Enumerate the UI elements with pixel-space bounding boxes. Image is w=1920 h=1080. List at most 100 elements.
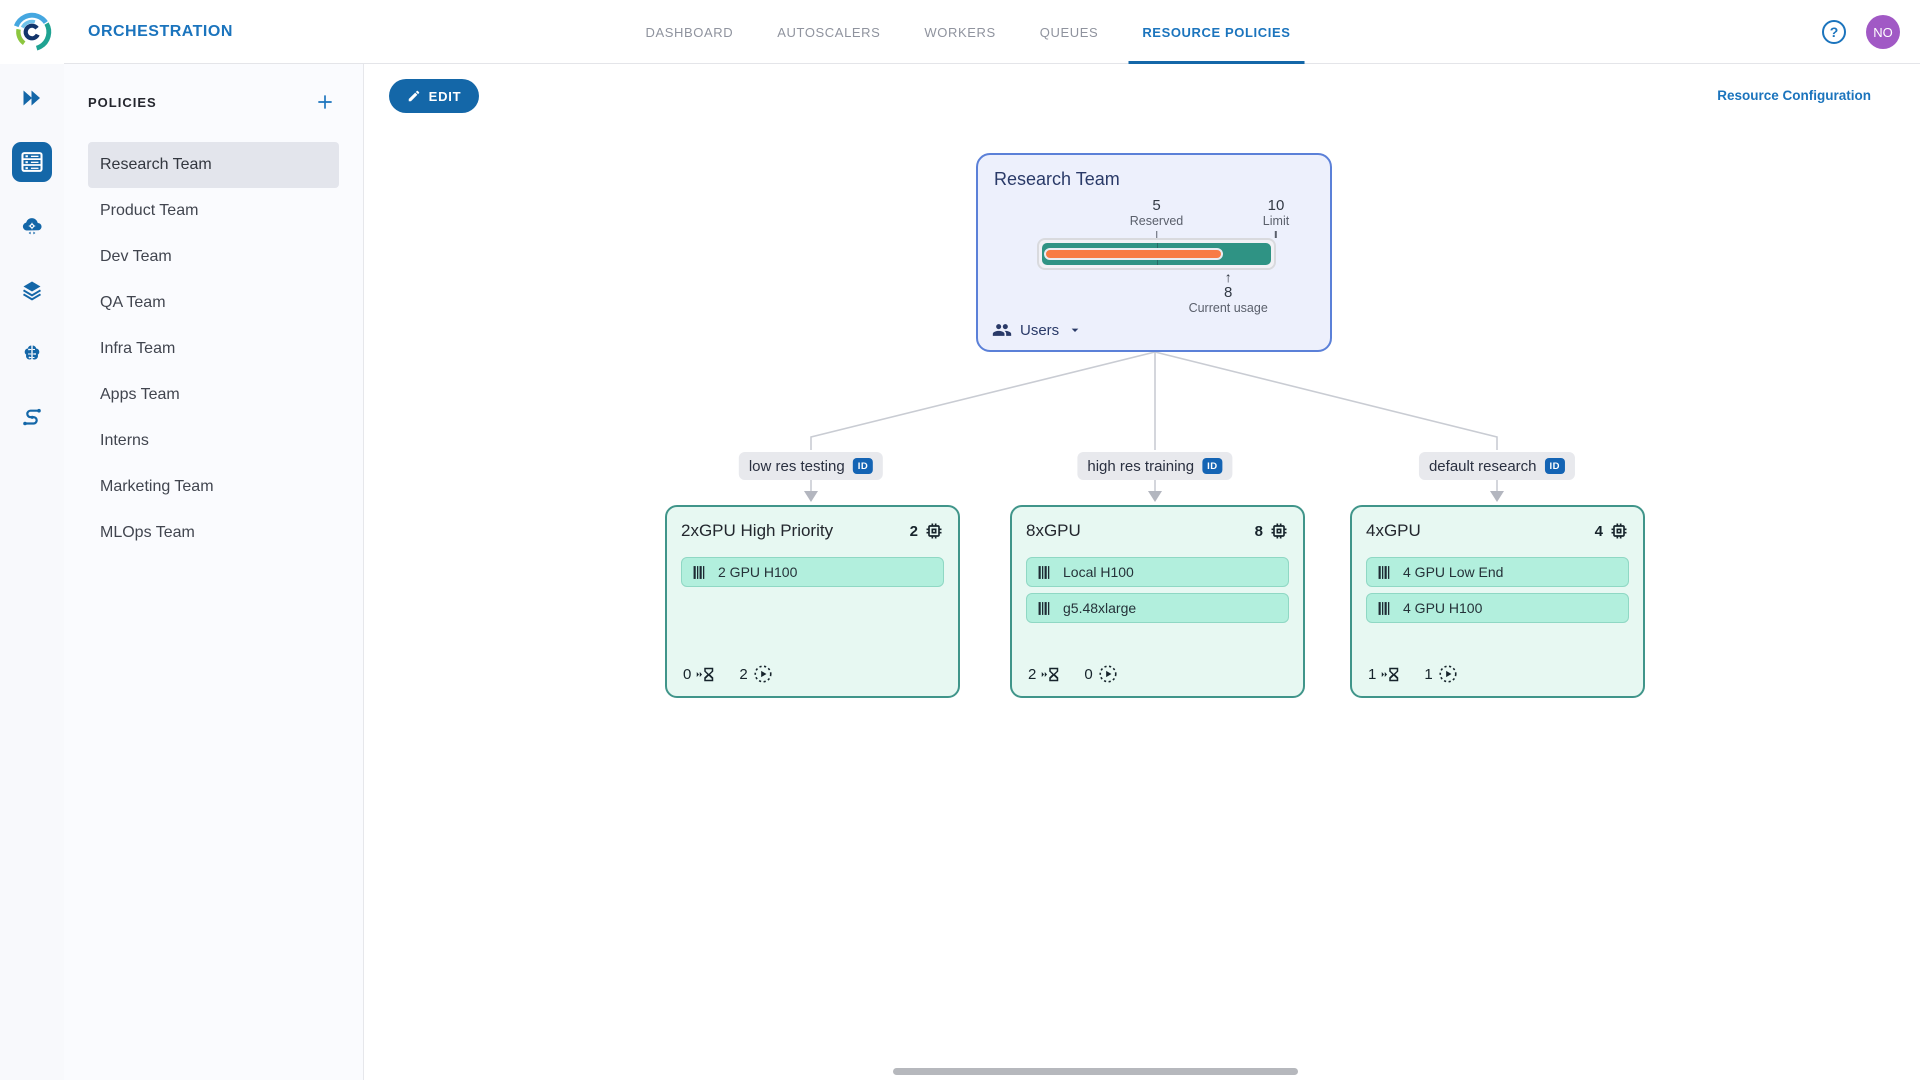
pool-title: 2xGPU High Priority bbox=[681, 521, 834, 540]
reserved-tick bbox=[1155, 231, 1158, 238]
policy-list: Research Team Product Team Dev Team QA T… bbox=[64, 142, 363, 556]
policy-item-dev-team[interactable]: Dev Team bbox=[100, 248, 172, 265]
policy-item-apps-team[interactable]: Apps Team bbox=[100, 386, 180, 403]
policy-item-marketing-team[interactable]: Marketing Team bbox=[100, 478, 214, 495]
tab-queues[interactable]: QUEUES bbox=[1039, 24, 1099, 40]
pending-hourglass-icon bbox=[1042, 667, 1059, 681]
horizontal-scrollbar-thumb[interactable] bbox=[893, 1068, 1298, 1075]
limit-label: Limit bbox=[1262, 214, 1290, 228]
top-bar: ORCHESTRATION DASHBOARD AUTOSCALERS WORK… bbox=[64, 0, 1920, 64]
edit-button[interactable]: EDIT bbox=[389, 79, 479, 113]
queue-chip-low-res-testing: low res testing ID bbox=[738, 452, 884, 480]
pending-stat: 0 bbox=[683, 665, 717, 684]
reserved-label: Reserved bbox=[1129, 214, 1184, 228]
gpu-count: 4 bbox=[1594, 522, 1603, 540]
double-chevron-icon bbox=[23, 90, 40, 106]
pending-stat: 2 bbox=[1028, 665, 1062, 684]
resource-name: 2 GPU H100 bbox=[718, 564, 798, 580]
limit-value: 10 bbox=[1267, 197, 1285, 214]
cloud-gear-icon bbox=[22, 218, 42, 235]
pool-card-4xgpu: 4xGPU 4 4 GPU Low End bbox=[1350, 505, 1645, 698]
queue-chip-high-res-training: high res training ID bbox=[1077, 452, 1233, 480]
pipeline-icon bbox=[23, 408, 41, 426]
policy-item-interns[interactable]: Interns bbox=[100, 432, 149, 449]
queue-name: default research bbox=[1428, 457, 1537, 475]
running-stat: 0 bbox=[1084, 664, 1117, 684]
clearml-logo-icon bbox=[12, 12, 52, 52]
rail-item-autoscalers[interactable] bbox=[12, 206, 52, 246]
barcode-icon bbox=[1378, 601, 1390, 615]
tab-autoscalers[interactable]: AUTOSCALERS bbox=[777, 24, 881, 40]
barcode-icon bbox=[1378, 565, 1390, 579]
pool-card-2xgpu-high-priority: 2xGPU High Priority 2 2 GPU H100 0 bbox=[665, 505, 960, 698]
resource-name: g5.48xlarge bbox=[1063, 600, 1137, 616]
gpu-count: 8 bbox=[1254, 522, 1263, 540]
users-dropdown[interactable]: Users bbox=[992, 320, 1083, 340]
pool-title: 4xGPU bbox=[1366, 521, 1421, 540]
server-rack-icon bbox=[21, 152, 43, 172]
running-count: 2 bbox=[739, 665, 748, 683]
pending-count: 1 bbox=[1368, 665, 1377, 683]
running-count: 1 bbox=[1424, 665, 1433, 683]
resource-pill: Local H100 bbox=[1026, 557, 1289, 587]
app-logo[interactable] bbox=[0, 0, 64, 64]
usage-arrow-icon: ↑ bbox=[1224, 269, 1232, 285]
rail-item-getting-started[interactable] bbox=[12, 78, 52, 118]
chip-icon bbox=[926, 523, 942, 539]
queue-name: low res testing bbox=[748, 457, 845, 475]
pending-count: 0 bbox=[683, 665, 692, 683]
barcode-icon bbox=[1038, 565, 1050, 579]
tab-workers[interactable]: WORKERS bbox=[924, 24, 996, 40]
reserved-value: 5 bbox=[1152, 197, 1161, 214]
policy-item-product-team[interactable]: Product Team bbox=[100, 202, 199, 219]
limit-tick bbox=[1275, 231, 1277, 238]
brain-icon bbox=[24, 345, 40, 360]
add-policy-button[interactable] bbox=[311, 88, 339, 116]
root-policy-title: Research Team bbox=[994, 169, 1120, 189]
queue-id-badge[interactable]: ID bbox=[1544, 458, 1566, 474]
queue-id-badge[interactable]: ID bbox=[1202, 458, 1223, 474]
rail-item-pipelines[interactable] bbox=[12, 398, 52, 438]
resource-pill: 2 GPU H100 bbox=[681, 557, 944, 587]
running-play-icon bbox=[1099, 665, 1117, 683]
capacity-bar-track bbox=[1037, 238, 1276, 270]
resource-configuration-link[interactable]: Resource Configuration bbox=[1717, 88, 1871, 103]
usage-label: Current usage bbox=[1188, 301, 1268, 315]
resource-pill: 4 GPU Low End bbox=[1366, 557, 1629, 587]
root-policy-card: Research Team 5 Reserved 10 Limit ↑ 8 bbox=[976, 153, 1332, 352]
tab-dashboard[interactable]: DASHBOARD bbox=[645, 24, 734, 40]
policy-item-research-team[interactable]: Research Team bbox=[88, 142, 339, 188]
pending-hourglass-icon bbox=[697, 667, 714, 681]
layers-icon bbox=[22, 281, 42, 301]
resource-name: 4 GPU Low End bbox=[1403, 564, 1504, 580]
chip-icon bbox=[1611, 523, 1627, 539]
policy-item-qa-team[interactable]: QA Team bbox=[100, 294, 166, 311]
barcode-icon bbox=[1038, 601, 1050, 615]
limit-bar-fill bbox=[1042, 243, 1271, 265]
gpu-count: 2 bbox=[909, 522, 918, 540]
avatar[interactable]: NO bbox=[1866, 15, 1900, 49]
plus-icon bbox=[318, 95, 332, 109]
help-icon[interactable]: ? bbox=[1822, 20, 1846, 44]
rail-item-datasets[interactable] bbox=[12, 270, 52, 310]
rail-item-orchestration[interactable] bbox=[12, 142, 52, 182]
queue-id-badge[interactable]: ID bbox=[852, 458, 874, 474]
reserved-marker: 5 Reserved bbox=[1129, 197, 1184, 238]
usage-bar-fill bbox=[1044, 248, 1224, 260]
users-label: Users bbox=[1020, 321, 1060, 339]
tab-resource-policies[interactable]: RESOURCE POLICIES bbox=[1128, 0, 1305, 64]
running-play-icon bbox=[1439, 665, 1457, 683]
usage-marker: ↑ 8 Current usage bbox=[1188, 269, 1268, 315]
policy-item-mlops-team[interactable]: MLOps Team bbox=[100, 524, 195, 541]
tree-connectors bbox=[804, 351, 1504, 502]
resource-pill: g5.48xlarge bbox=[1026, 593, 1289, 623]
running-stat: 1 bbox=[1424, 664, 1457, 684]
pencil-icon bbox=[408, 90, 419, 102]
rail-item-models[interactable] bbox=[12, 334, 52, 374]
pending-stat: 1 bbox=[1368, 665, 1402, 684]
running-stat: 2 bbox=[739, 664, 772, 684]
chip-icon bbox=[1271, 523, 1287, 539]
policy-item-infra-team[interactable]: Infra Team bbox=[100, 340, 176, 357]
queue-chip-default-research: default research ID bbox=[1418, 452, 1576, 480]
barcode-icon bbox=[693, 565, 705, 579]
